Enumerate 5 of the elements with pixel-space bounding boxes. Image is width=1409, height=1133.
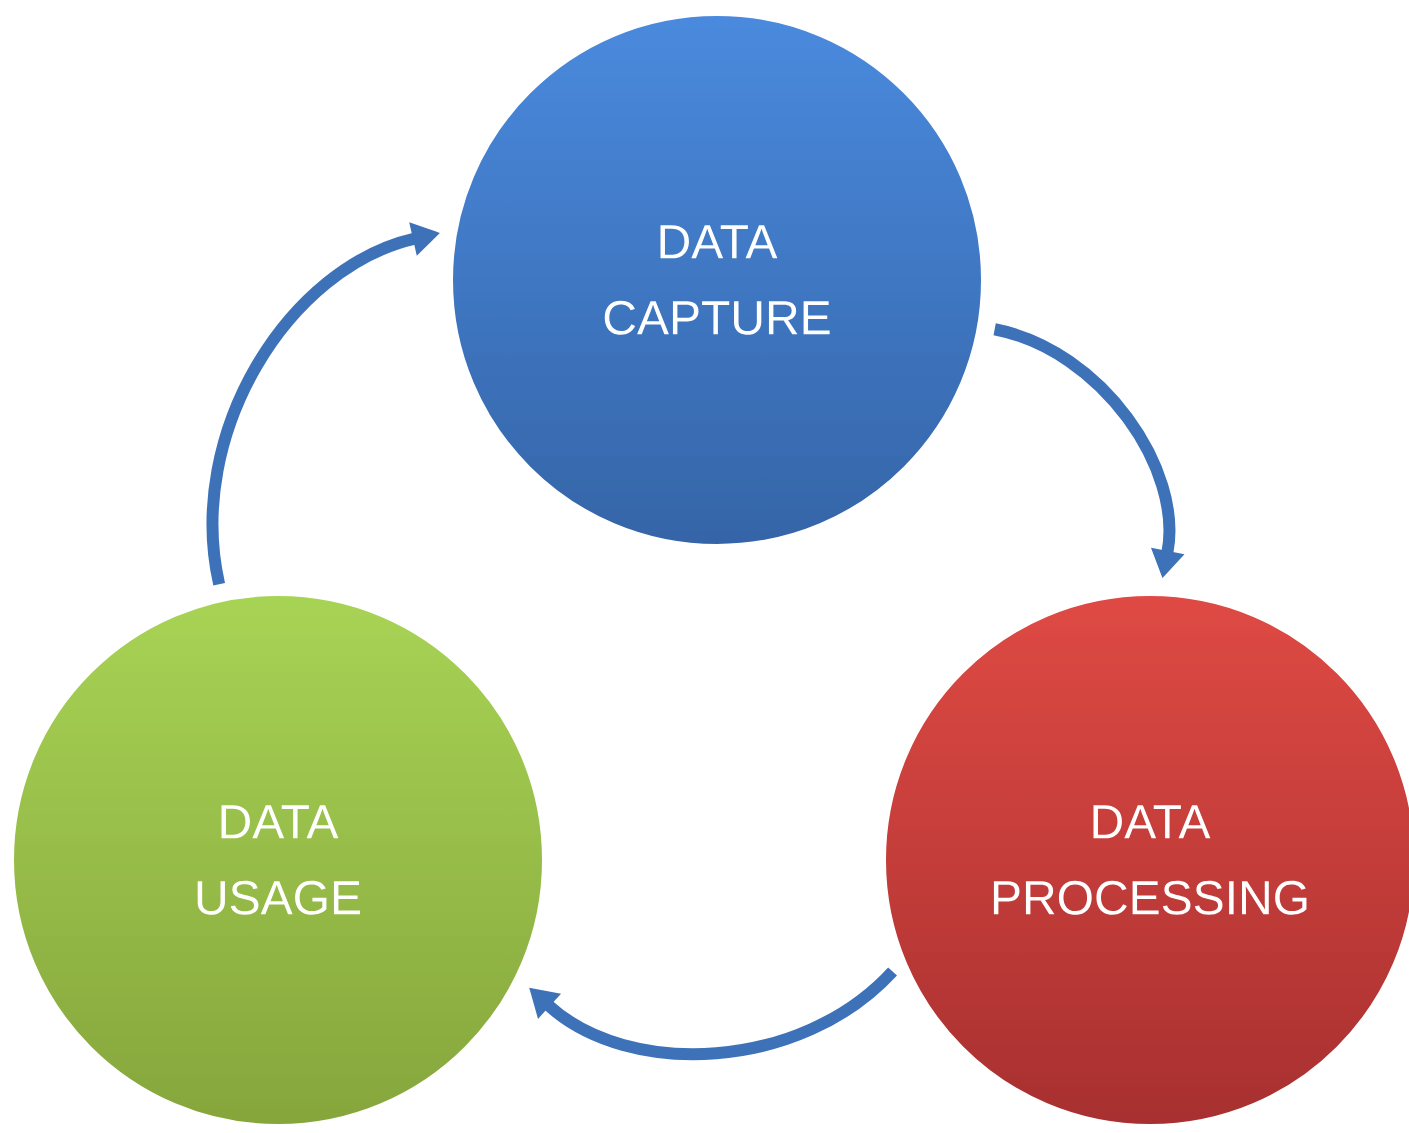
node-label: DATA PROCESSING bbox=[993, 805, 1307, 915]
process-circle bbox=[451, 14, 983, 546]
process-circle bbox=[12, 594, 544, 1126]
node-label: DATA CAPTURE bbox=[604, 225, 830, 335]
node-label: DATA USAGE bbox=[197, 805, 360, 915]
